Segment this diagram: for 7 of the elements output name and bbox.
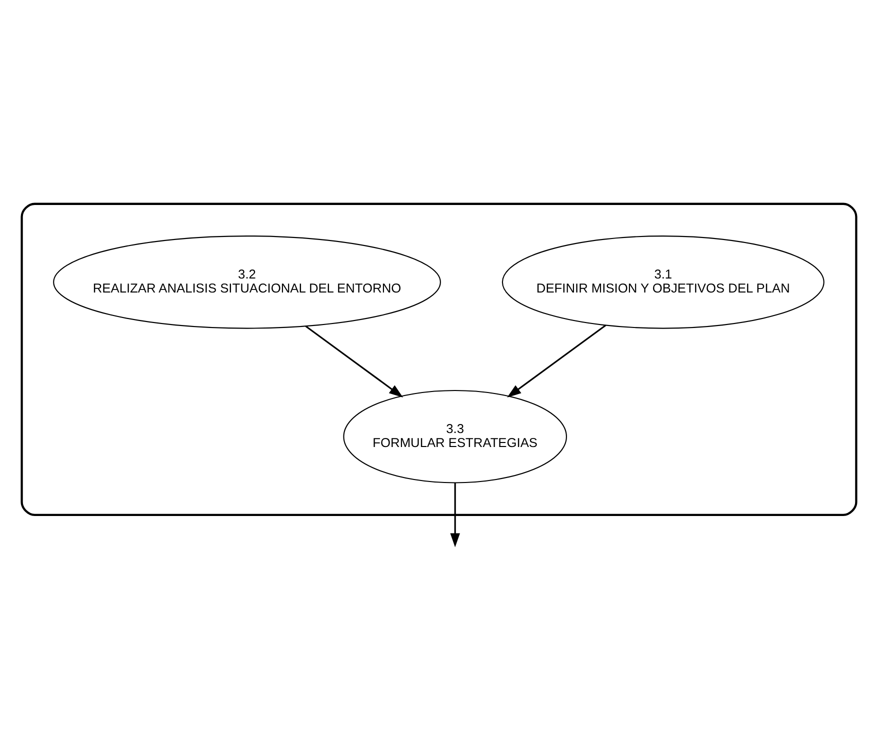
arrow xyxy=(507,324,606,397)
arrow xyxy=(305,325,404,397)
cluster xyxy=(20,202,858,516)
node-ellipse: 3.1 DEFINIR MISION Y OBJETIVOS DEL PLAN xyxy=(502,235,824,328)
node-ellipse: 3.3 FORMULAR ESTRATEGIAS xyxy=(343,389,567,483)
node-ellipse: 3.2 REALIZAR ANALISIS SITUACIONAL DEL ENTORNO xyxy=(53,235,441,328)
arrow xyxy=(450,482,460,547)
